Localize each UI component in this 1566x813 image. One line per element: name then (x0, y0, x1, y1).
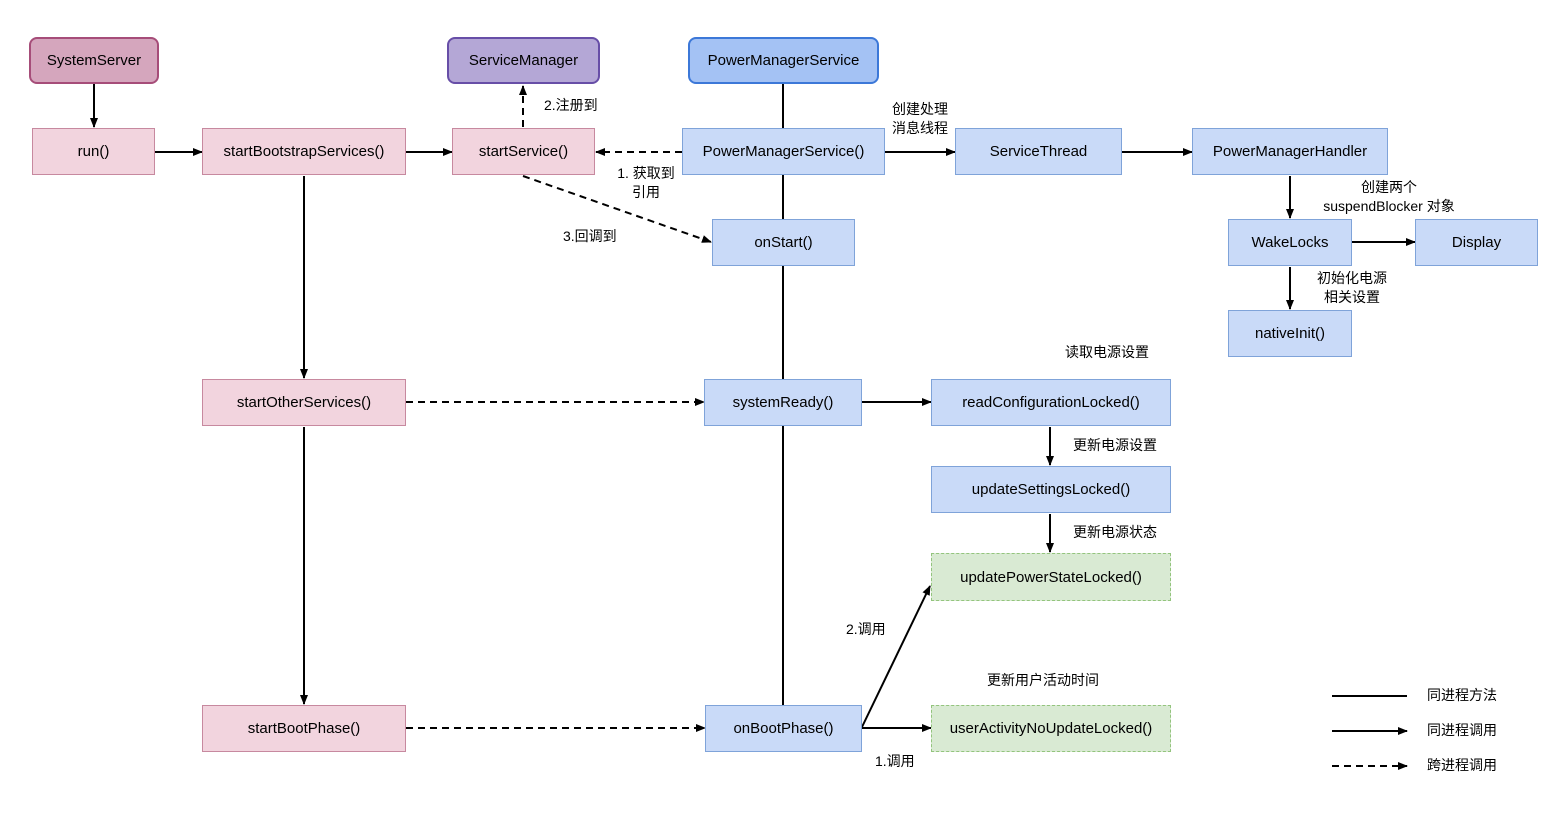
start-boot-phase-node: startBootPhase() (202, 705, 406, 752)
label-call-1: 1.调用 (875, 753, 915, 769)
start-other-services-node: startOtherServices() (202, 379, 406, 426)
power-manager-handler-node: PowerManagerHandler (1192, 128, 1388, 175)
update-settings-locked-node: updateSettingsLocked() (931, 466, 1171, 513)
start-bootstrap-services-node: startBootstrapServices() (202, 128, 406, 175)
run-node: run() (32, 128, 155, 175)
power-manager-service-head-node: PowerManagerService (688, 37, 879, 84)
legend-same-process-call: 同进程调用 (1427, 722, 1497, 738)
label-update-power-state: 更新电源状态 (1073, 524, 1157, 540)
label-init-power: 初始化电源 相关设置 (1317, 270, 1387, 305)
label-create-two-blockers: 创建两个 suspendBlocker 对象 (1323, 179, 1455, 214)
label-callback-to: 3.回调到 (563, 228, 617, 244)
service-manager-node: ServiceManager (447, 37, 600, 84)
dashed-startservice-onstart (522, 175, 712, 243)
system-ready-node: systemReady() (704, 379, 862, 426)
label-update-power-settings: 更新电源设置 (1073, 437, 1157, 453)
on-start-node: onStart() (712, 219, 855, 266)
label-create-thread: 创建处理 消息线程 (892, 101, 948, 136)
legend-cross-process-call: 跨进程调用 (1427, 757, 1497, 773)
update-power-state-locked-node: updatePowerStateLocked() (931, 553, 1171, 601)
power-manager-service-ctor-node: PowerManagerService() (682, 128, 885, 175)
label-register-to: 2.注册到 (544, 97, 598, 113)
label-call-2: 2.调用 (846, 621, 886, 637)
system-server-node: SystemServer (29, 37, 159, 84)
read-configuration-locked-node: readConfigurationLocked() (931, 379, 1171, 426)
service-thread-node: ServiceThread (955, 128, 1122, 175)
arrow-bootphase-updatepower (861, 585, 931, 728)
label-read-power-settings: 读取电源设置 (1065, 344, 1149, 360)
legend-same-process-method: 同进程方法 (1427, 687, 1497, 703)
label-get-reference: 1. 获取到 引用 (617, 165, 675, 200)
display-node: Display (1415, 219, 1538, 266)
user-activity-no-update-locked-node: userActivityNoUpdateLocked() (931, 705, 1171, 752)
on-boot-phase-node: onBootPhase() (705, 705, 862, 752)
wake-locks-node: WakeLocks (1228, 219, 1352, 266)
start-service-node: startService() (452, 128, 595, 175)
label-update-user-activity-time: 更新用户活动时间 (987, 672, 1099, 688)
native-init-node: nativeInit() (1228, 310, 1352, 357)
